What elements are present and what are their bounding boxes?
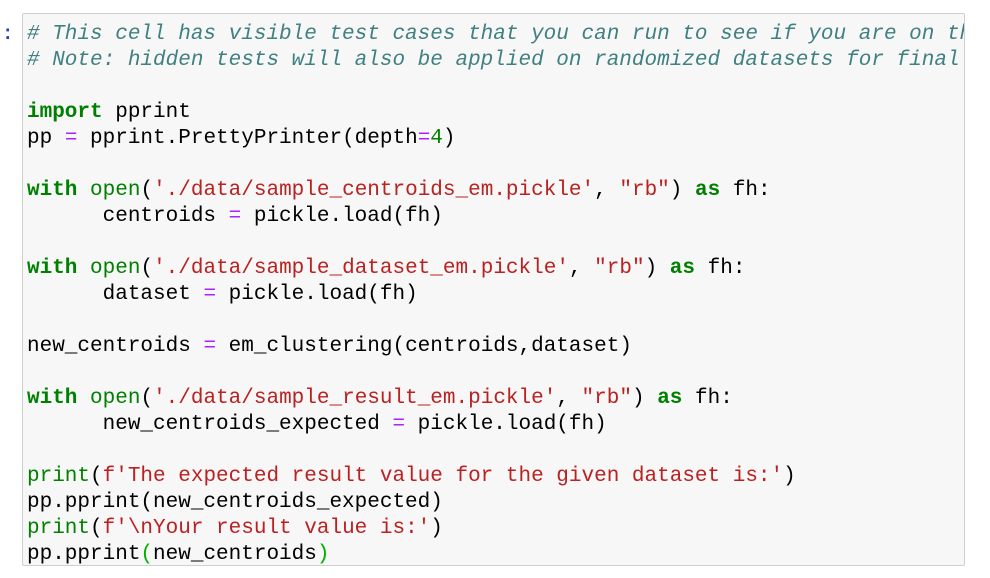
code-token-string: './data/sample_dataset_em.pickle' [153, 257, 569, 280]
code-token-matching: ( [140, 543, 154, 566]
code-token-plain [77, 387, 90, 410]
code-token-plain: new_centroids_expected [27, 413, 393, 436]
code-line [27, 438, 964, 464]
code-line: print(f'The expected result value for th… [27, 464, 964, 490]
code-token-plain: pickle.load(fh) [405, 413, 607, 436]
code-line [27, 360, 964, 386]
code-token-number: 4 [430, 127, 443, 150]
code-line: centroids = pickle.load(fh) [27, 204, 964, 230]
code-token-string: "rb" [594, 257, 645, 280]
code-line: with open('./data/sample_result_em.pickl… [27, 386, 964, 412]
code-token-plain: fh: [695, 257, 746, 280]
code-token-plain: , [594, 179, 620, 202]
code-token-string: f'The expected result value for the give… [102, 465, 784, 488]
code-line: # Note: hidden tests will also be applie… [27, 48, 964, 74]
code-token-string: "rb" [581, 387, 632, 410]
code-token-plain: ) [783, 465, 796, 488]
code-line: with open('./data/sample_centroids_em.pi… [27, 178, 964, 204]
code-line: with open('./data/sample_dataset_em.pick… [27, 256, 964, 282]
code-token-builtin: open [90, 257, 141, 280]
code-token-keyword: as [695, 179, 721, 202]
code-token-plain: pp [27, 127, 65, 150]
code-token-string: './data/sample_result_em.pickle' [153, 387, 557, 410]
code-line: dataset = pickle.load(fh) [27, 282, 964, 308]
code-line: new_centroids_expected = pickle.load(fh) [27, 412, 964, 438]
code-token-keyword: as [657, 387, 683, 410]
code-token-plain [77, 179, 90, 202]
code-token-operator: = [203, 283, 217, 306]
code-token-plain: pprint [102, 101, 191, 124]
code-token-keyword: as [669, 257, 696, 280]
input-prompt: : [2, 23, 14, 45]
code-token-operator: = [417, 127, 431, 150]
code-line: print(f'\nYour result value is:') [27, 516, 964, 542]
code-token-keyword: with [27, 179, 78, 202]
code-token-plain: , [556, 387, 582, 410]
code-line: # This cell has visible test cases that … [27, 22, 964, 48]
code-token-operator: = [228, 205, 242, 228]
code-line [27, 152, 964, 178]
code-token-plain: ( [90, 465, 103, 488]
code-token-plain: ) [430, 517, 443, 540]
code-token-builtin: open [90, 179, 141, 202]
code-token-operator: = [203, 335, 217, 358]
code-token-plain: fh: [720, 179, 771, 202]
code-token-plain: ) [669, 179, 695, 202]
code-token-plain: pp.pprint [27, 543, 141, 566]
code-line: pp = pprint.PrettyPrinter(depth=4) [27, 126, 964, 152]
code-line: pp.pprint(new_centroids) [27, 542, 964, 566]
code-token-operator: = [64, 127, 78, 150]
code-token-plain: fh: [682, 387, 733, 410]
code-token-plain: ( [140, 179, 154, 202]
code-token-plain: ) [631, 387, 658, 410]
code-token-string: f'\nYour result value is:' [102, 517, 431, 540]
code-token-plain: , [568, 257, 595, 280]
code-token-builtin: print [27, 517, 91, 540]
code-cell[interactable]: # This cell has visible test cases that … [22, 13, 965, 566]
code-line [27, 74, 964, 100]
code-token-plain: pp.pprint(new_centroids_expected) [27, 491, 443, 514]
code-token-keyword: with [27, 257, 78, 280]
code-token-plain: ( [90, 517, 103, 540]
code-token-operator: = [392, 413, 406, 436]
code-token-string: "rb" [619, 179, 670, 202]
code-token-keyword: import [27, 101, 103, 124]
code-token-plain: centroids [27, 205, 229, 228]
code-line: import pprint [27, 100, 964, 126]
code-line: new_centroids = em_clustering(centroids,… [27, 334, 964, 360]
code-token-matching: ) [316, 543, 330, 566]
code-token-plain: pprint.PrettyPrinter(depth [77, 127, 418, 150]
code-token-comment: # Note: hidden tests will also be applie… [27, 49, 965, 72]
code-line [27, 308, 964, 334]
code-token-plain: pickle.load(fh) [241, 205, 443, 228]
code-token-plain: ( [140, 257, 154, 280]
code-token-plain [77, 257, 90, 280]
code-token-string: './data/sample_centroids_em.pickle' [153, 179, 595, 202]
code-token-plain: dataset [27, 283, 204, 306]
code-line: pp.pprint(new_centroids_expected) [27, 490, 964, 516]
code-line [27, 230, 964, 256]
code-token-plain: ) [644, 257, 670, 280]
code-token-plain: ) [442, 127, 456, 150]
code-token-plain: ( [140, 387, 154, 410]
code-token-keyword: with [27, 387, 78, 410]
code-token-plain: pickle.load(fh) [216, 283, 418, 306]
code-token-builtin: open [90, 387, 141, 410]
code-editor[interactable]: # This cell has visible test cases that … [23, 14, 964, 566]
code-token-comment: # This cell has visible test cases that … [27, 23, 965, 46]
code-token-plain: new_centroids [153, 543, 317, 566]
code-token-plain: new_centroids [27, 335, 204, 358]
code-token-plain: em_clustering(centroids,dataset) [216, 335, 632, 358]
code-token-builtin: print [27, 465, 91, 488]
